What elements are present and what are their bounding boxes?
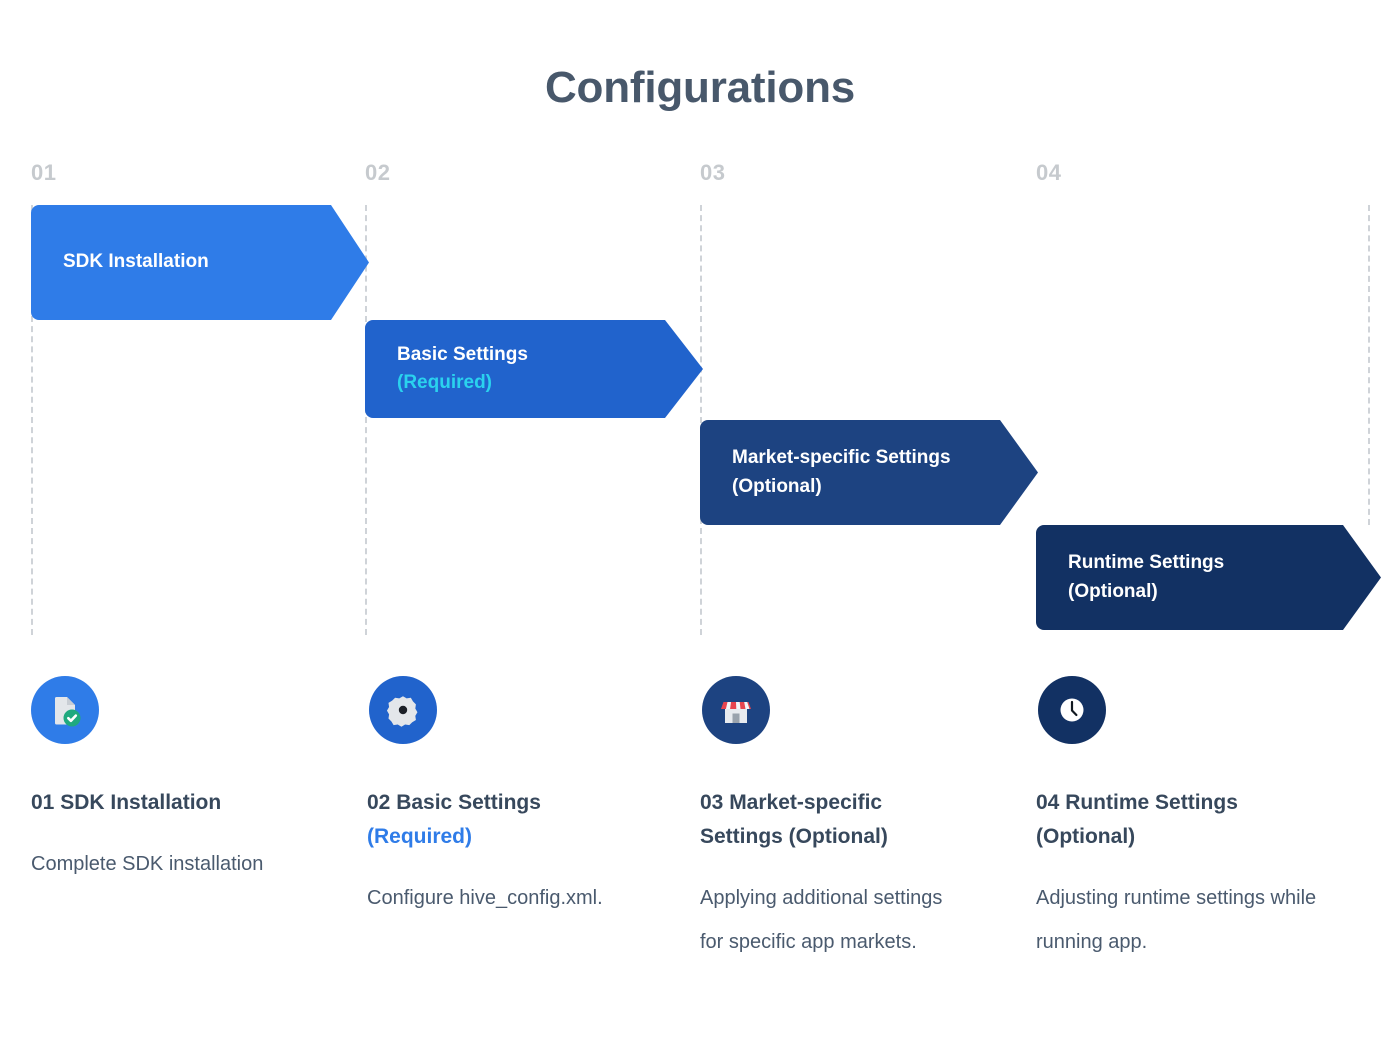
clock-icon bbox=[1038, 676, 1106, 744]
caption-body-2: Configure hive_config.xml. bbox=[367, 887, 603, 910]
gear-glyph bbox=[386, 696, 418, 727]
step-arrow-3[interactable]: Market-specific Settings (Optional) bbox=[700, 420, 1038, 525]
arrow-shape-2 bbox=[365, 320, 703, 418]
column-number-02: 02 bbox=[365, 160, 391, 185]
guide-line-02 bbox=[365, 205, 367, 635]
caption-body-1: Complete SDK installation bbox=[31, 853, 264, 876]
caption-block-4: 04 Runtime Settings (Optional) Adjusting… bbox=[1036, 786, 1321, 964]
clock-glyph bbox=[1060, 698, 1084, 722]
gear-icon bbox=[369, 676, 437, 744]
caption-title-3: 03 Market-specific Settings (Optional) bbox=[700, 786, 970, 854]
caption-title-2: 02 Basic Settings (Required) bbox=[367, 786, 657, 854]
step-arrow-4-label: Runtime Settings (Optional) bbox=[1036, 549, 1284, 605]
step-arrow-2-label: Basic Settings (Required) bbox=[365, 341, 588, 397]
column-number-04: 04 bbox=[1036, 160, 1062, 185]
step-arrow-1-line1: SDK Installation bbox=[63, 251, 209, 273]
caption-body-3: Applying additional settings for specifi… bbox=[700, 887, 943, 954]
step-arrow-2-line1: Basic Settings bbox=[397, 343, 528, 365]
step-arrow-4-line2: (Optional) bbox=[1068, 580, 1158, 602]
caption-title-main-3: 03 Market-specific Settings (Optional) bbox=[700, 791, 888, 849]
step-arrow-3-line1: Market-specific Settings bbox=[732, 447, 951, 469]
guide-line-03 bbox=[700, 205, 702, 635]
document-check-icon bbox=[31, 676, 99, 744]
caption-title-main-2: 02 Basic Settings bbox=[367, 791, 541, 814]
caption-block-1: 01 SDK Installation Complete SDK install… bbox=[31, 786, 321, 886]
step-arrow-4-line1: Runtime Settings bbox=[1068, 552, 1225, 574]
arrow-shape-3 bbox=[700, 420, 1038, 525]
guide-line-01 bbox=[31, 205, 33, 635]
caption-title-1: 01 SDK Installation bbox=[31, 786, 321, 820]
arrow-shape-1 bbox=[31, 205, 369, 320]
document-check-glyph bbox=[55, 697, 81, 727]
step-arrow-2[interactable]: Basic Settings (Required) bbox=[365, 320, 703, 418]
column-number-01: 01 bbox=[31, 160, 57, 185]
step-arrow-1-label: SDK Installation bbox=[31, 248, 269, 276]
caption-block-2: 02 Basic Settings (Required) Configure h… bbox=[367, 786, 657, 920]
step-arrow-3-label: Market-specific Settings (Optional) bbox=[700, 444, 1011, 500]
step-arrow-3-line2: (Optional) bbox=[732, 475, 822, 497]
step-arrow-4[interactable]: Runtime Settings (Optional) bbox=[1036, 525, 1381, 630]
column-number-03: 03 bbox=[700, 160, 726, 185]
caption-title-4: 04 Runtime Settings (Optional) bbox=[1036, 786, 1321, 854]
step-arrow-1[interactable]: SDK Installation bbox=[31, 205, 369, 320]
caption-title-main-4: 04 Runtime Settings (Optional) bbox=[1036, 791, 1238, 849]
store-icon bbox=[702, 676, 770, 744]
arrow-shape-4 bbox=[1036, 525, 1381, 630]
caption-body-4: Adjusting runtime settings while running… bbox=[1036, 887, 1317, 954]
caption-title-main-1: 01 SDK Installation bbox=[31, 791, 222, 814]
caption-block-3: 03 Market-specific Settings (Optional) A… bbox=[700, 786, 970, 964]
caption-title-tag-2: (Required) bbox=[367, 825, 472, 849]
guide-line-04 bbox=[1368, 205, 1370, 525]
page-title: Configurations bbox=[544, 63, 856, 112]
step-arrow-2-line2: (Required) bbox=[397, 372, 492, 393]
store-glyph bbox=[721, 702, 751, 723]
